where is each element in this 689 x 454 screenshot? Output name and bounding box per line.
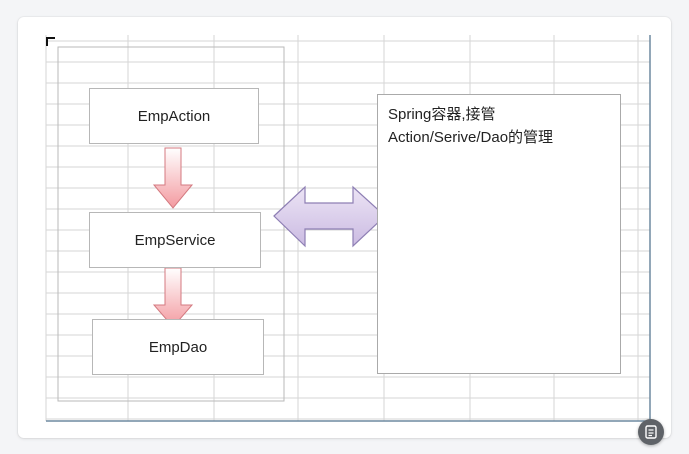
emp-action-box: EmpAction: [89, 88, 259, 144]
image-card: EmpAction EmpService EmpDao Spring容器,接管 …: [18, 17, 671, 438]
document-icon-button[interactable]: [638, 419, 664, 445]
emp-dao-label: EmpDao: [148, 338, 208, 356]
spring-container-line-1: Spring容器,接管: [388, 106, 496, 123]
spring-container-box: Spring容器,接管 Action/Serive/Dao的管理: [377, 94, 621, 374]
spring-container-line-2: Action/Serive/Dao的管理: [388, 129, 554, 146]
down-arrow-1: [152, 147, 194, 209]
emp-service-label: EmpService: [134, 231, 216, 249]
double-headed-arrow: [273, 185, 386, 248]
emp-action-label: EmpAction: [137, 107, 211, 125]
down-arrow-2: [152, 267, 194, 328]
emp-service-box: EmpService: [89, 212, 261, 268]
emp-dao-box: EmpDao: [92, 319, 264, 375]
diagram-canvas: EmpAction EmpService EmpDao Spring容器,接管 …: [18, 17, 671, 438]
document-icon: [645, 425, 657, 439]
corner-marker: [46, 37, 55, 46]
